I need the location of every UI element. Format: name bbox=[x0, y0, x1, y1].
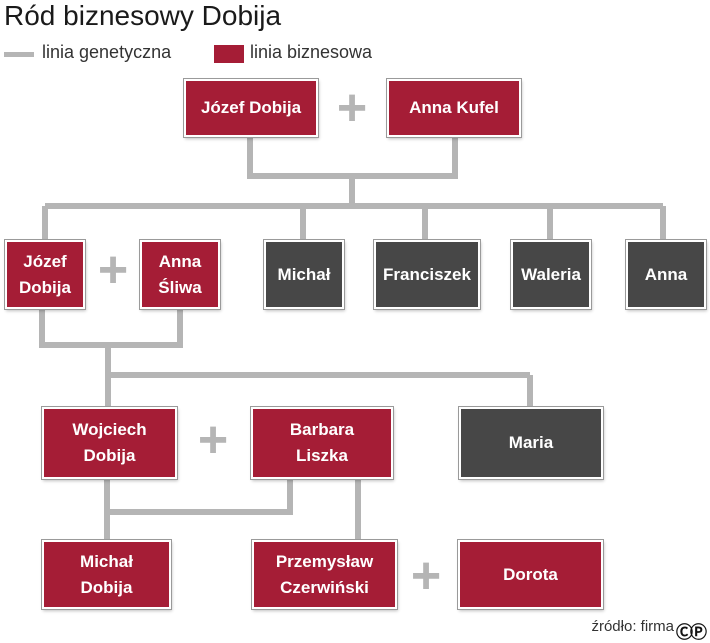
person-name: Dorota bbox=[503, 564, 558, 584]
person-name: Anna Śliwa bbox=[158, 251, 202, 297]
person-name: Józef Dobija bbox=[200, 98, 302, 117]
person-name: Michał bbox=[277, 264, 331, 284]
person-anna: Anna bbox=[626, 240, 706, 309]
person-wojciech-dobija: Wojciech Dobija bbox=[42, 407, 177, 479]
person-przemyslaw-czerwinski: Przemysław Czerwiński bbox=[252, 540, 397, 609]
person-name: Waleria bbox=[521, 264, 581, 284]
person-maria: Maria bbox=[459, 407, 603, 479]
couple-plus-3: + bbox=[197, 411, 229, 469]
person-michal: Michał bbox=[264, 240, 344, 309]
person-barbara-liszka: Barbara Liszka bbox=[251, 407, 393, 479]
person-jozef-dobija-sr: Józef Dobija bbox=[184, 79, 318, 137]
source-label: źródło: firma bbox=[591, 618, 674, 635]
person-name: Anna Kufel bbox=[409, 98, 499, 117]
person-name: Józef Dobija bbox=[19, 251, 71, 297]
copyright-icon: ⒸⓅ bbox=[676, 623, 707, 642]
person-name: Michał Dobija bbox=[80, 551, 133, 597]
legend-genetic-line bbox=[4, 52, 34, 57]
legend-business-swatch bbox=[214, 45, 244, 63]
person-name: Wojciech Dobija bbox=[72, 420, 147, 465]
connector-gen3-couple bbox=[104, 478, 293, 515]
person-franciszek: Franciszek bbox=[374, 240, 480, 309]
page-title: Ród biznesowy Dobija bbox=[4, 0, 282, 31]
person-name: Anna bbox=[644, 264, 688, 284]
legend-business-label: linia biznesowa bbox=[250, 42, 373, 62]
person-anna-sliwa: Anna Śliwa bbox=[140, 240, 220, 309]
couple-plus-1: + bbox=[336, 79, 368, 137]
person-anna-kufel: Anna Kufel bbox=[387, 79, 521, 137]
person-jozef-dobija-jr: Józef Dobija bbox=[5, 240, 85, 309]
couple-plus-4: + bbox=[410, 547, 442, 605]
person-name: Franciszek bbox=[383, 264, 471, 284]
person-name: Barbara Liszka bbox=[289, 420, 355, 465]
person-name: Przemysław Czerwiński bbox=[275, 551, 374, 597]
person-name: Maria bbox=[508, 433, 554, 452]
connector-gen2-couple bbox=[39, 308, 183, 348]
person-dorota: Dorota bbox=[458, 540, 603, 609]
connector-gen1-couple bbox=[247, 136, 458, 179]
person-waleria: Waleria bbox=[511, 240, 591, 309]
legend-genetic-label: linia genetyczna bbox=[42, 42, 172, 62]
couple-plus-2: + bbox=[97, 241, 129, 299]
person-michal-dobija: Michał Dobija bbox=[42, 540, 171, 609]
